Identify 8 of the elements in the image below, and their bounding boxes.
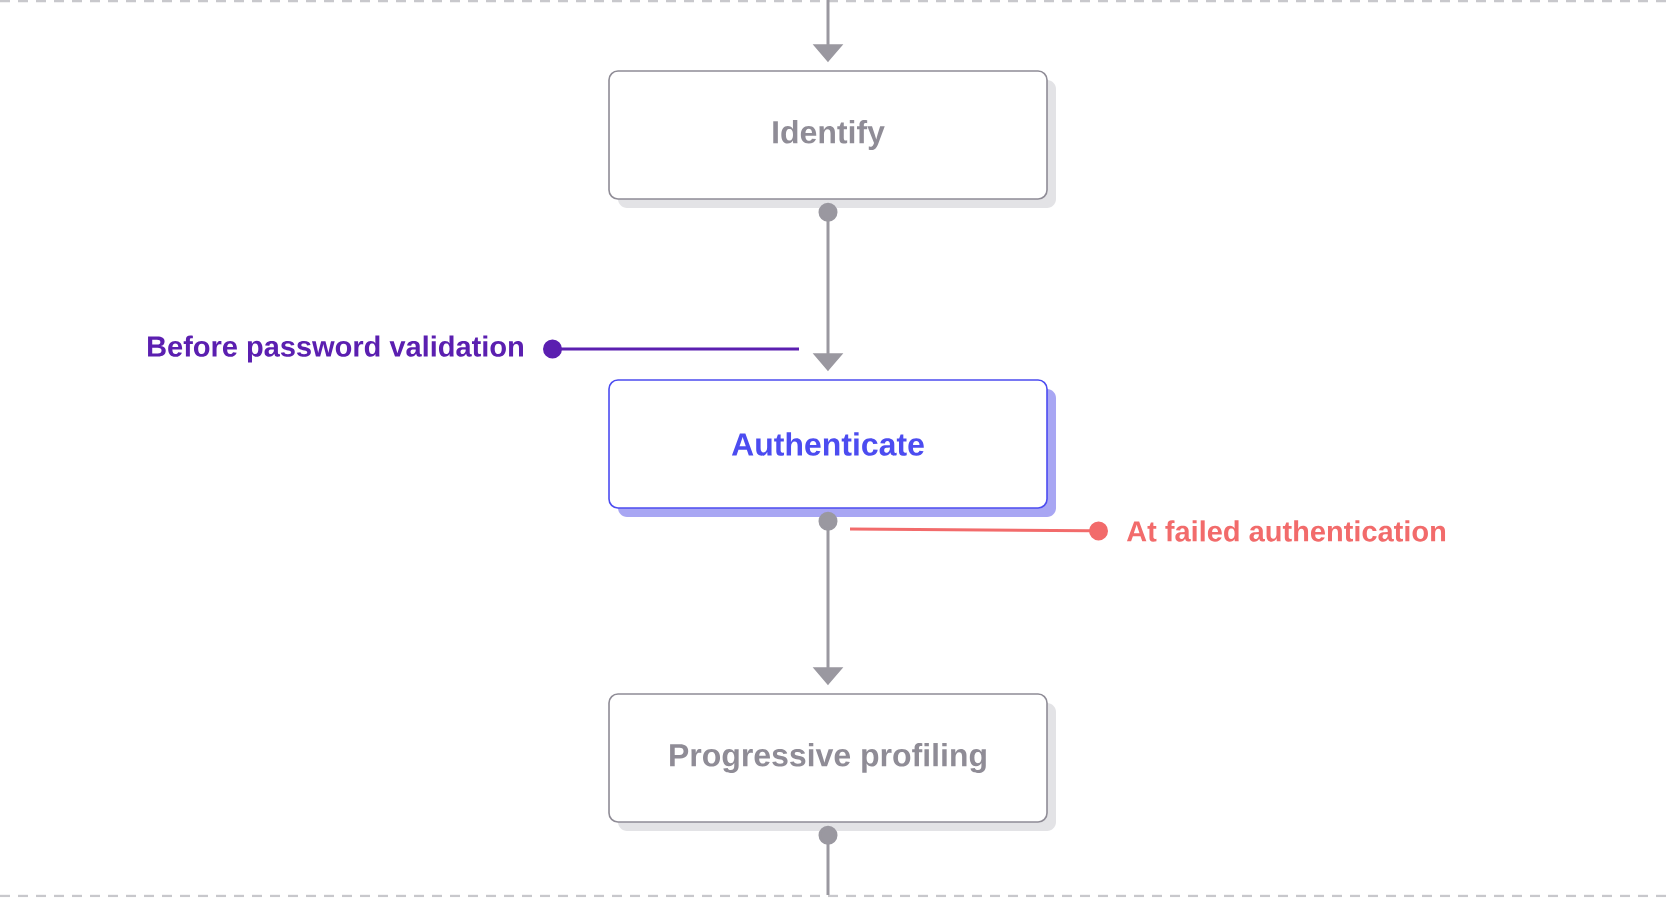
step-box: Identify <box>608 70 1048 200</box>
step-box: Progressive profiling <box>608 693 1048 823</box>
annotation-text: Before password validation <box>148 335 523 363</box>
arrow <box>818 825 838 895</box>
annotation-text: At failed authentication <box>1126 520 1446 542</box>
leader-line <box>850 521 1108 541</box>
leader-line <box>543 339 799 359</box>
step-box: Authenticate <box>608 379 1048 509</box>
